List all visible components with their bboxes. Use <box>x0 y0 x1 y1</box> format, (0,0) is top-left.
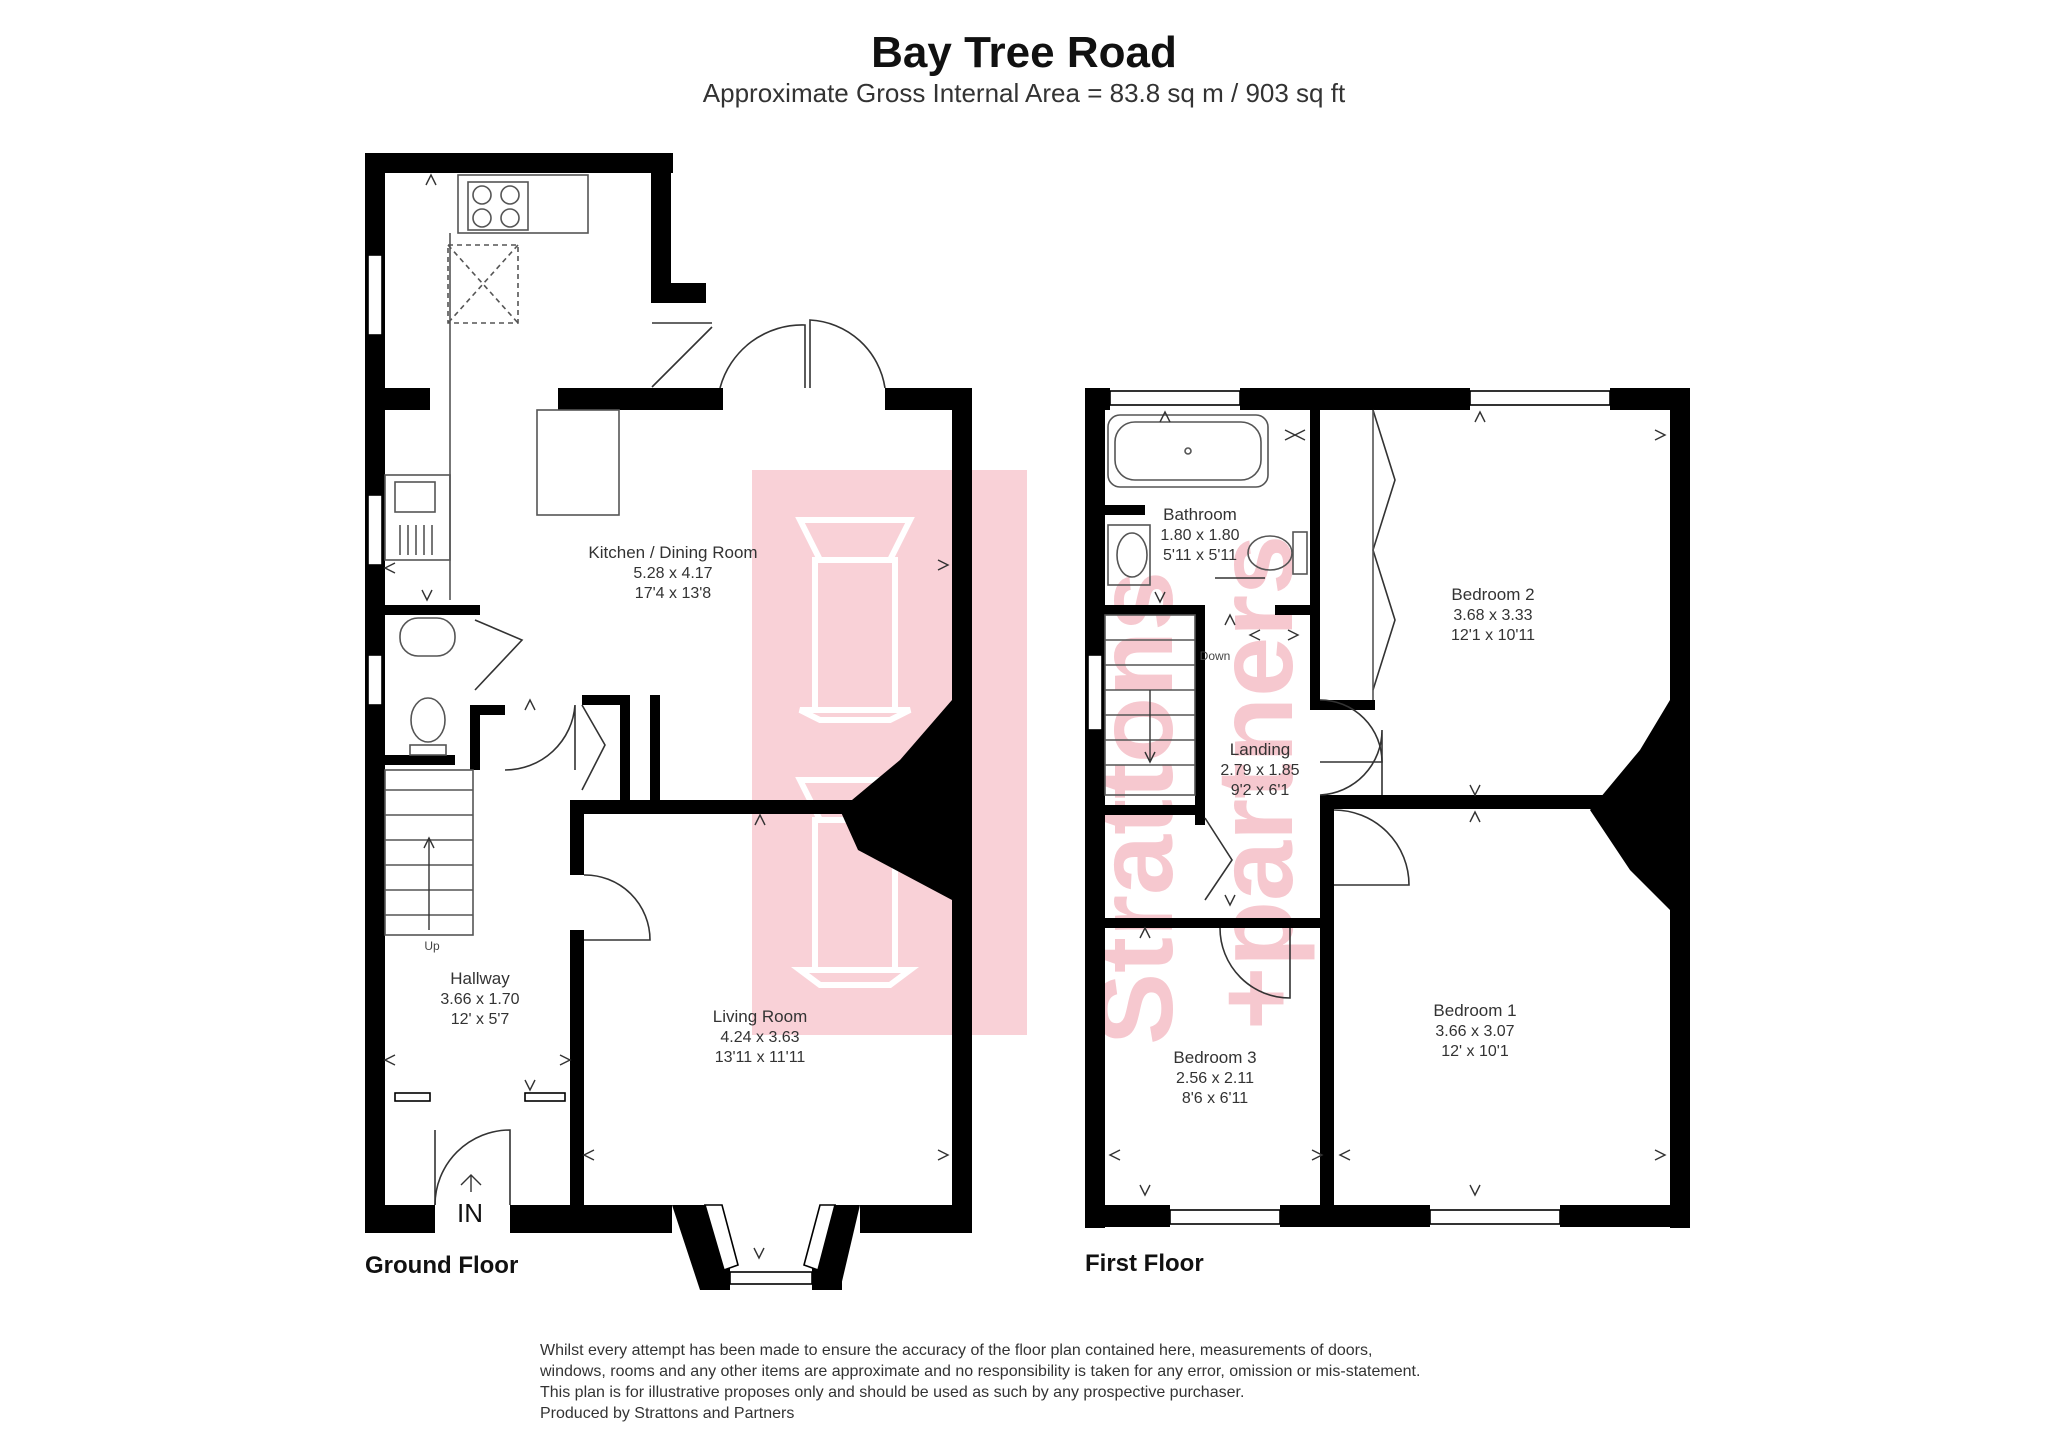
room-bedroom-3: Bedroom 3 2.56 x 2.11 8'6 x 6'11 <box>1173 1048 1256 1107</box>
room-metric: 5.28 x 4.17 <box>633 565 712 582</box>
room-bedroom-2: Bedroom 2 3.68 x 3.33 12'1 x 10'11 <box>1451 585 1535 644</box>
room-name: Landing <box>1230 740 1291 759</box>
room-name: Bathroom <box>1163 505 1237 524</box>
room-bedroom-1: Bedroom 1 3.66 x 3.07 12' x 10'1 <box>1433 1001 1516 1060</box>
disclaimer-line: windows, rooms and any other items are a… <box>540 1363 1421 1380</box>
room-metric: 1.80 x 1.80 <box>1160 527 1239 544</box>
disclaimer-line: This plan is for illustrative proposes o… <box>540 1384 1245 1401</box>
entrance-marker: IN <box>457 1174 483 1228</box>
first-floor-label: First Floor <box>1085 1250 1204 1277</box>
plan-subtitle: Approximate Gross Internal Area = 83.8 s… <box>702 78 1346 108</box>
room-imperial: 5'11 x 5'11 <box>1163 547 1237 564</box>
room-name: Bedroom 3 <box>1173 1048 1256 1067</box>
ground-stairs-label: Up <box>424 939 440 953</box>
room-imperial: 9'2 x 6'1 <box>1231 782 1290 799</box>
room-imperial: 12' x 5'7 <box>451 1011 510 1028</box>
first-floor-stairs: Down <box>1104 614 1231 796</box>
first-stairs-label: Down <box>1200 649 1231 663</box>
ground-floor-label: Ground Floor <box>365 1252 519 1279</box>
room-name: Bedroom 1 <box>1433 1001 1516 1020</box>
room-metric: 2.56 x 2.11 <box>1176 1070 1254 1087</box>
room-name: Kitchen / Dining Room <box>588 543 757 562</box>
room-imperial: 8'6 x 6'11 <box>1182 1090 1248 1107</box>
room-metric: 4.24 x 3.63 <box>720 1029 799 1046</box>
room-metric: 2.79 x 1.85 <box>1220 762 1299 779</box>
room-kitchen-dining: Kitchen / Dining Room 5.28 x 4.17 17'4 x… <box>588 543 757 602</box>
room-metric: 3.66 x 1.70 <box>440 991 519 1008</box>
room-name: Hallway <box>450 969 510 988</box>
room-hallway: Hallway 3.66 x 1.70 12' x 5'7 <box>440 969 519 1028</box>
disclaimer: Whilst every attempt has been made to en… <box>540 1340 1540 1424</box>
ground-floor-stairs: Up <box>384 769 474 953</box>
room-bathroom: Bathroom 1.80 x 1.80 5'11 x 5'11 <box>1160 505 1239 564</box>
room-metric: 3.68 x 3.33 <box>1453 607 1532 624</box>
room-name: Bedroom 2 <box>1451 585 1534 604</box>
bathroom-fixtures <box>1107 414 1308 586</box>
watermark-logo-block <box>752 470 1027 1035</box>
room-living-room: Living Room 4.24 x 3.63 13'11 x 11'11 <box>713 1007 808 1066</box>
disclaimer-line: Produced by Strattons and Partners <box>540 1405 795 1422</box>
room-imperial: 17'4 x 13'8 <box>635 585 711 602</box>
dimension-markers <box>383 173 1667 1260</box>
plan-title: Bay Tree Road <box>871 28 1177 77</box>
first-floor-plan: Down <box>1085 388 1690 1228</box>
watermark-brand-line2: +partners <box>1194 535 1315 1030</box>
entrance-label: IN <box>457 1198 483 1228</box>
room-landing: Landing 2.79 x 1.85 9'2 x 6'1 <box>1220 740 1299 799</box>
room-imperial: 12' x 10'1 <box>1441 1043 1509 1060</box>
room-metric: 3.66 x 3.07 <box>1435 1023 1514 1040</box>
room-imperial: 12'1 x 10'11 <box>1451 627 1535 644</box>
ground-floor-plan: Up <box>365 153 972 1290</box>
disclaimer-line: Whilst every attempt has been made to en… <box>540 1342 1373 1359</box>
room-imperial: 13'11 x 11'11 <box>715 1049 806 1066</box>
room-name: Living Room <box>713 1007 808 1026</box>
